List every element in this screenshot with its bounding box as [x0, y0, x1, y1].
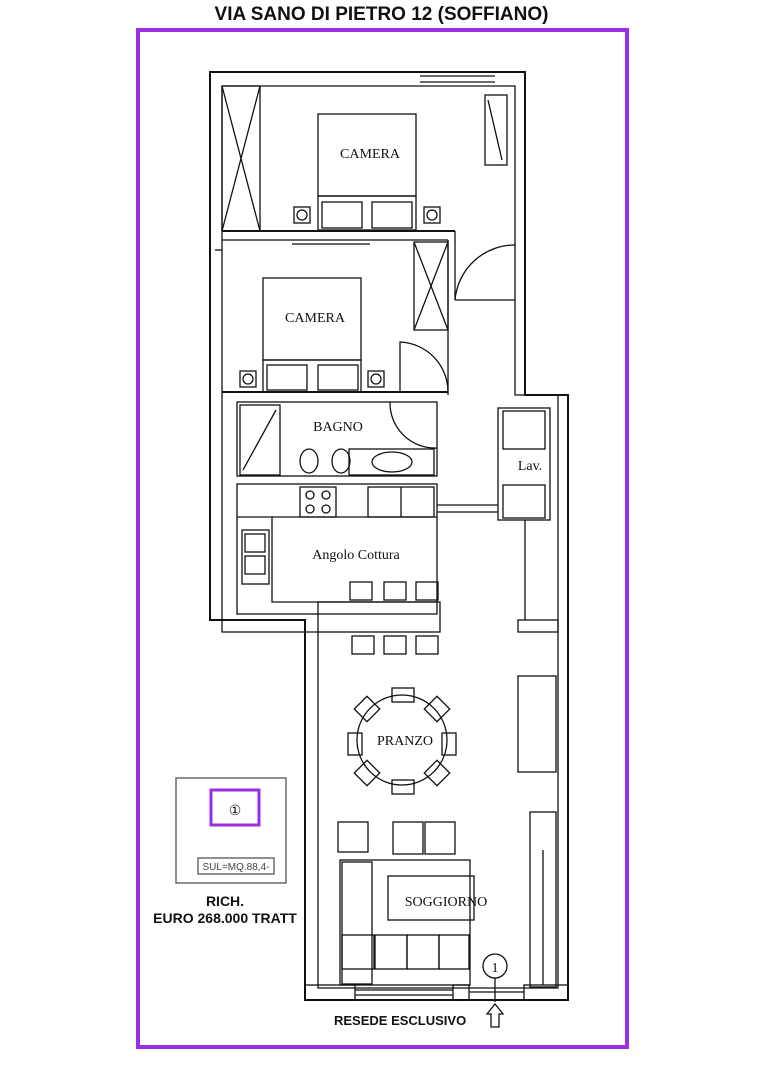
room-label-camera-2: CAMERA: [285, 311, 346, 326]
entrance-marker: 1: [492, 961, 499, 976]
price-line-1: RICH.: [205, 893, 245, 909]
price-line-2: EURO 268.000 TRATT: [153, 910, 297, 926]
room-label-bagno: BAGNO: [313, 420, 363, 435]
unit-number: ①: [229, 804, 242, 819]
surface-label: SUL=MQ.88,4-: [203, 862, 270, 873]
room-label-pranzo: PRANZO: [377, 734, 433, 749]
room-label-lav: Lav.: [518, 459, 542, 474]
purple-frame: [136, 28, 629, 1049]
room-label-soggiorno: SOGGIORNO: [405, 895, 487, 910]
plan-title: VIA SANO DI PIETRO 12 (SOFFIANO): [214, 4, 549, 25]
room-label-camera-1: CAMERA: [340, 147, 401, 162]
outer-wall: [209, 71, 569, 1001]
inner-wall: [221, 85, 559, 989]
room-label-angolo-cottura: Angolo Cottura: [312, 548, 400, 563]
entrance-label: RESEDE ESCLUSIVO: [334, 1013, 467, 1028]
